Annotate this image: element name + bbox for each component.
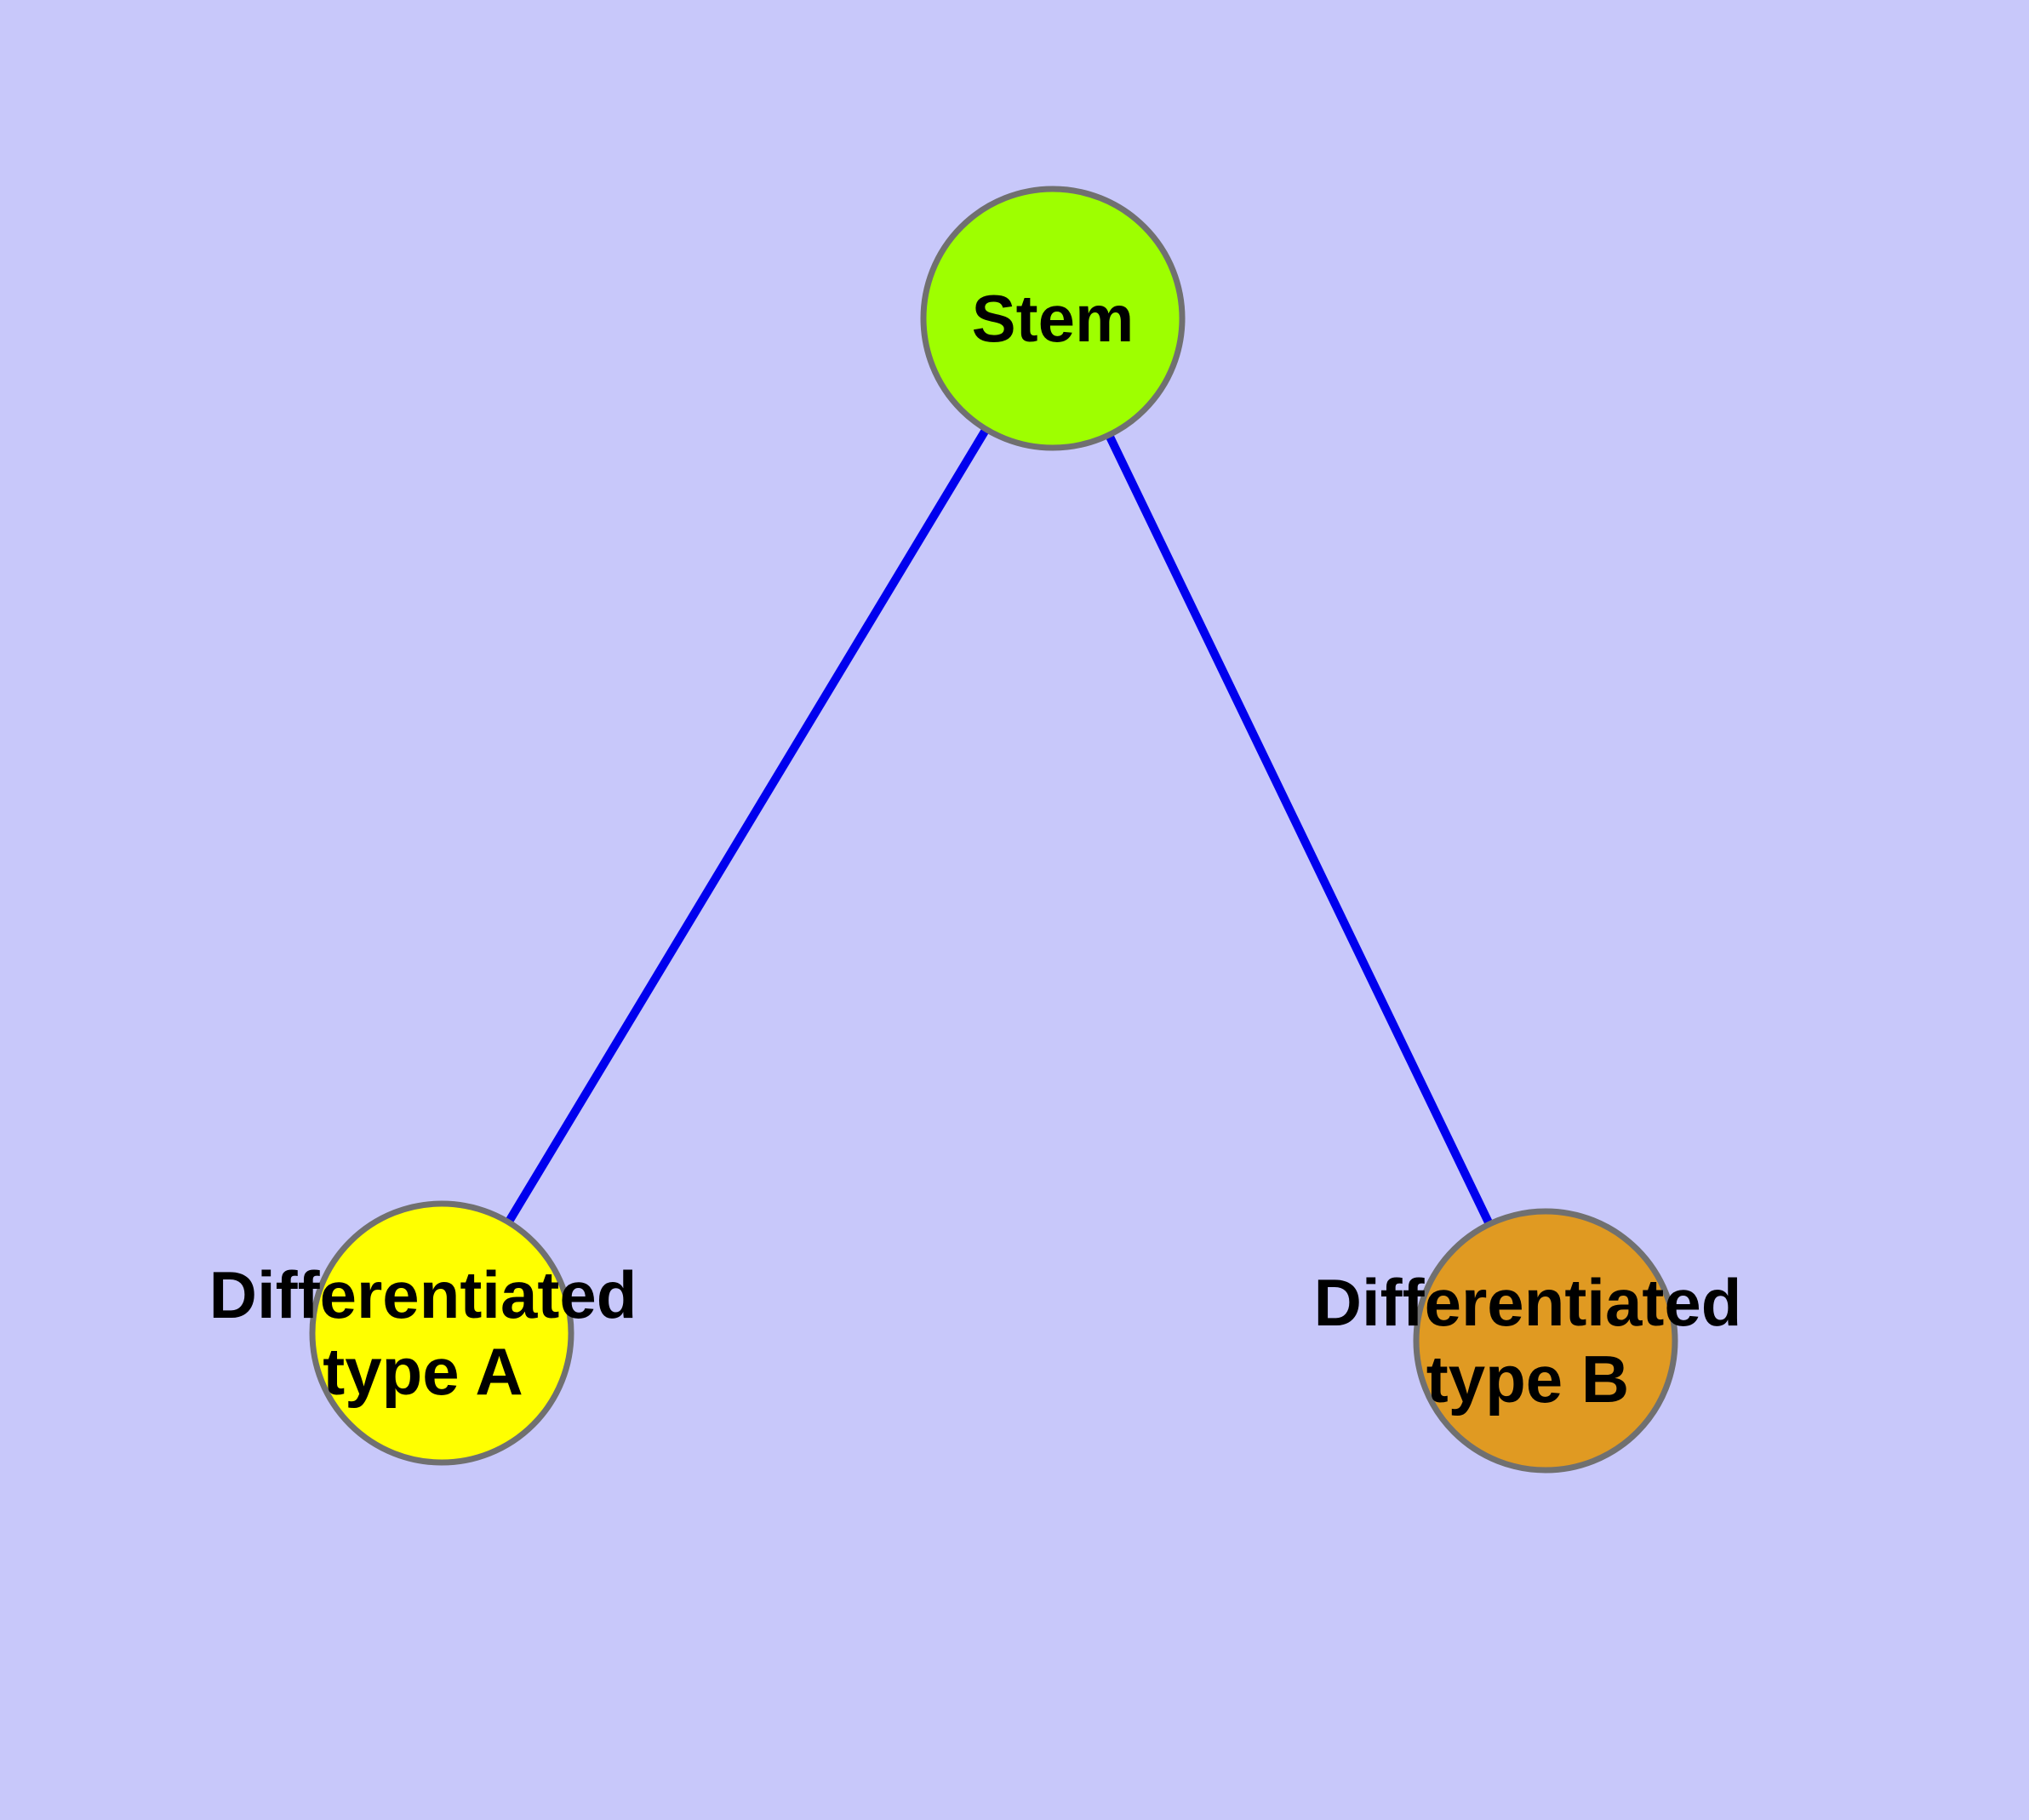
node-label-line: type A — [323, 1334, 523, 1409]
graph-edge[interactable] — [437, 316, 1057, 1336]
graph-node-stem[interactable] — [920, 186, 1186, 451]
node-label-line: Differentiated — [1314, 1265, 1742, 1340]
node-label-line: Stem — [972, 281, 1135, 356]
node-label-stem: Stem — [972, 281, 1135, 356]
edges-layer — [437, 316, 1550, 1343]
node-label-line: Differentiated — [209, 1257, 637, 1332]
nodes-layer — [309, 186, 1678, 1474]
graph-edge[interactable] — [1049, 316, 1550, 1343]
graph-node-diff-a[interactable] — [309, 1200, 574, 1466]
node-label-line: type B — [1426, 1342, 1629, 1417]
graph-node-diff-b[interactable] — [1413, 1208, 1678, 1474]
